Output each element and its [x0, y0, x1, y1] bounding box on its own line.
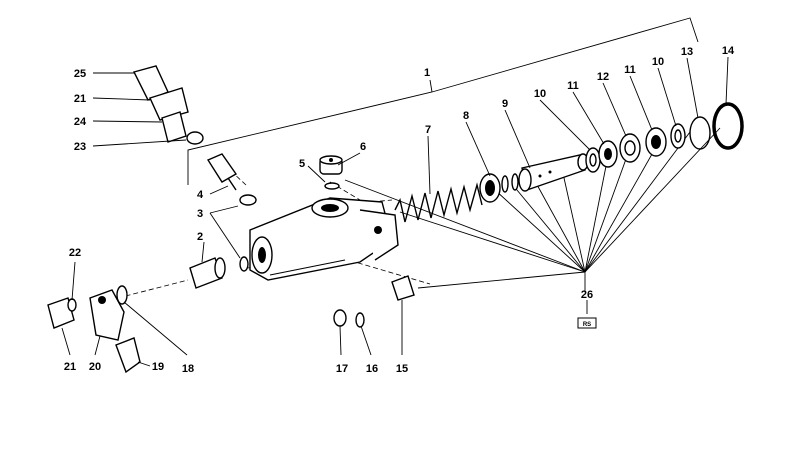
callout-11b: 11	[624, 64, 636, 76]
svg-text:RS: RS	[583, 322, 591, 328]
boot-ring-14	[712, 102, 744, 150]
callout-18: 18	[182, 363, 194, 375]
banjo-4	[206, 153, 238, 191]
washer-10a	[585, 147, 601, 173]
washer-10b	[670, 123, 686, 149]
callout-13: 13	[681, 46, 693, 58]
callout-21a: 21	[74, 93, 86, 105]
callout-8: 8	[463, 110, 469, 122]
callout-19: 19	[152, 361, 164, 373]
callout-23: 23	[74, 141, 86, 153]
circlip-13	[689, 116, 711, 150]
callout-15: 15	[396, 363, 408, 375]
callout-3: 3	[197, 208, 203, 220]
washer-5	[324, 182, 340, 190]
callout-22: 22	[69, 247, 81, 259]
callout-20: 20	[89, 361, 101, 373]
union-2	[189, 257, 226, 289]
bolt-21-22	[47, 297, 77, 329]
seal-8	[479, 173, 519, 203]
washers-16-17	[333, 309, 365, 328]
callout-leaders	[61, 56, 729, 367]
callout-10a: 10	[534, 88, 546, 100]
spring-7	[394, 182, 483, 223]
washer-18	[116, 285, 128, 305]
washer-3	[239, 194, 257, 272]
tee-20	[89, 289, 125, 341]
callout-21b: 21	[64, 361, 76, 373]
callout-5: 5	[299, 158, 305, 170]
rs-badge: RS	[577, 317, 597, 329]
callout-24: 24	[74, 116, 87, 128]
plug-15	[391, 275, 415, 301]
callout-9: 9	[502, 98, 508, 110]
leader-lines-26	[344, 127, 721, 292]
bracket-assembly-1	[187, 17, 699, 185]
callout-6: 6	[360, 141, 366, 153]
piston-9	[518, 153, 589, 192]
main-cylinder-body	[249, 197, 399, 281]
fitting-25-21-24-23	[132, 65, 204, 145]
callout-labels: 1 2 3 4 5 6 7 8 9 10 11 12 11 10 13 14 1…	[64, 45, 735, 375]
switch-19	[115, 337, 141, 374]
callout-7: 7	[425, 124, 431, 136]
callout-26: 26	[581, 289, 593, 301]
callout-11a: 11	[567, 80, 579, 92]
callout-1: 1	[424, 67, 430, 79]
callout-17: 17	[336, 363, 348, 375]
seal-11a	[598, 140, 618, 168]
callout-12: 12	[597, 71, 609, 83]
callout-2: 2	[197, 231, 203, 243]
callout-25: 25	[74, 68, 86, 80]
callout-4: 4	[197, 189, 204, 201]
callout-14: 14	[722, 45, 735, 57]
callout-16: 16	[366, 363, 378, 375]
ring-12	[619, 133, 641, 163]
seal-11b	[645, 127, 667, 157]
fitting-6	[319, 155, 343, 175]
callout-10b: 10	[652, 56, 664, 68]
